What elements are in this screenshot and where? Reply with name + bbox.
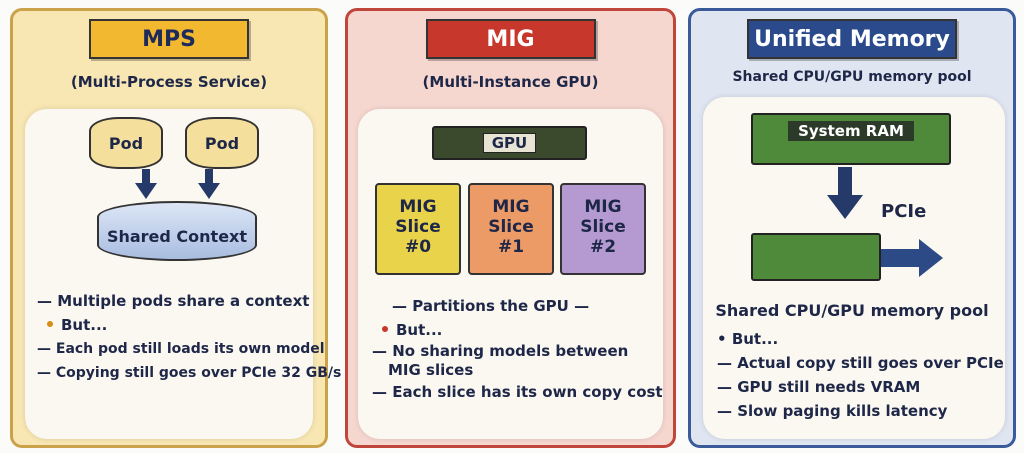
mig-title: MIG: [425, 19, 596, 59]
shared-context-cylinder: Shared Context: [97, 201, 257, 261]
um-title: Unified Memory: [747, 19, 957, 59]
mps-subtitle: (Multi-Process Service): [70, 73, 268, 91]
arrow-down-icon: [827, 195, 863, 219]
arrow-down-icon: [198, 183, 220, 199]
system-ram-module: System RAM: [751, 113, 951, 165]
unified-memory-panel: Unified Memory Shared CPU/GPU memory poo…: [688, 8, 1016, 448]
um-caption: Shared CPU/GPU memory pool: [715, 301, 989, 320]
mps-panel: MPS (Multi-Process Service) Pod Pod Shar…: [10, 8, 341, 448]
pod-1: Pod: [89, 117, 163, 169]
bullet-icon: [47, 321, 53, 327]
um-list: • But... — Actual copy still goes over P…: [717, 330, 1004, 420]
mig-subtitle: (Multi-Instance GPU): [422, 73, 599, 91]
mps-title: MPS: [89, 19, 249, 59]
pod-2: Pod: [185, 117, 259, 169]
gpu-chip: GPU: [432, 126, 587, 160]
mps-list: — Multiple pods share a context But... —…: [37, 292, 342, 381]
mps-content: Pod Pod Shared Context — Multiple pods s…: [25, 109, 341, 439]
mig-list: — Partitions the GPU — But... — No shari…: [372, 297, 663, 401]
pcie-label: PCIe: [881, 201, 927, 222]
gpu-memory-module: [751, 233, 881, 281]
um-subtitle: Shared CPU/GPU memory pool: [732, 69, 972, 85]
arrow-down-icon: [135, 183, 157, 199]
bullet-icon: [382, 326, 388, 332]
arrow-right-icon: [881, 249, 921, 267]
